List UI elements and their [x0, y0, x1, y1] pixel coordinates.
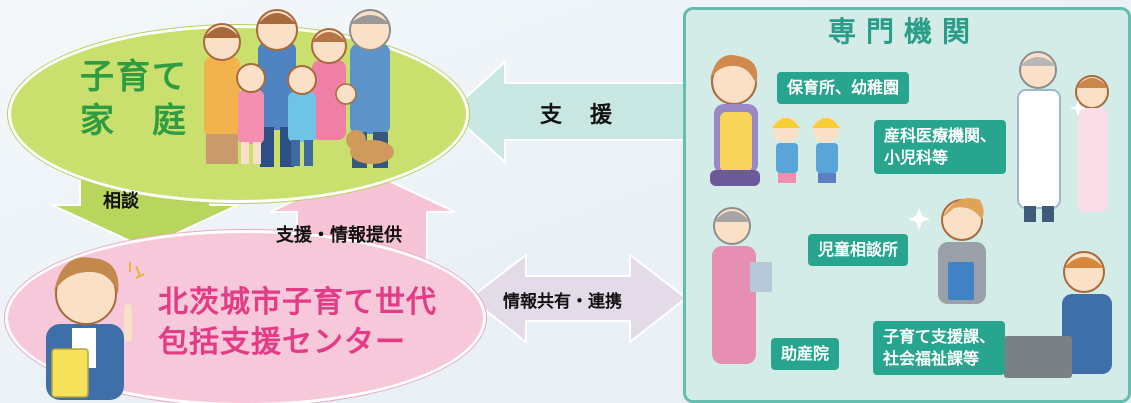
support-info-label: 支援・情報提供	[276, 225, 402, 246]
family-illustration	[203, 9, 394, 168]
boy-figure	[287, 65, 317, 166]
consult-label: 相談	[103, 191, 139, 212]
center-label: 北茨城市子育て世代 包括支援センター	[158, 285, 437, 360]
family-label: 子育て 家 庭	[80, 57, 188, 141]
specialists-title: 専門機関	[827, 15, 980, 48]
doctor-figure	[1017, 51, 1061, 222]
tag-child-guidance: 児童相談所	[808, 234, 909, 266]
sparkle-icon	[908, 208, 930, 230]
tag-city-division: 子育て支援課、 社会福祉課等	[873, 321, 1006, 375]
midwife-figure	[712, 207, 772, 364]
consultant-woman-figure	[938, 198, 986, 304]
specialists-illustration	[710, 51, 1112, 378]
girl-figure	[236, 63, 266, 164]
dog-figure	[346, 130, 394, 164]
kindergarten-kid-figure	[812, 117, 840, 183]
share-label: 情報共有・連携	[503, 292, 622, 312]
kindergarten-kid-figure	[772, 117, 800, 183]
nursery-teacher-figure	[710, 55, 760, 186]
tag-midwife: 助産院	[771, 338, 840, 370]
office-worker-figure	[1004, 251, 1112, 378]
sparkle-icon	[1070, 100, 1086, 116]
tag-medical: 産科医療機関、 小児科等	[874, 120, 1007, 174]
tag-nursery: 保育所、幼稚園	[777, 72, 910, 104]
support-label: 支 援	[540, 103, 616, 128]
mother-figure	[311, 28, 357, 140]
staff-woman-illustration	[46, 257, 145, 400]
nurse-figure	[1075, 75, 1109, 212]
grandma-figure	[203, 23, 241, 164]
